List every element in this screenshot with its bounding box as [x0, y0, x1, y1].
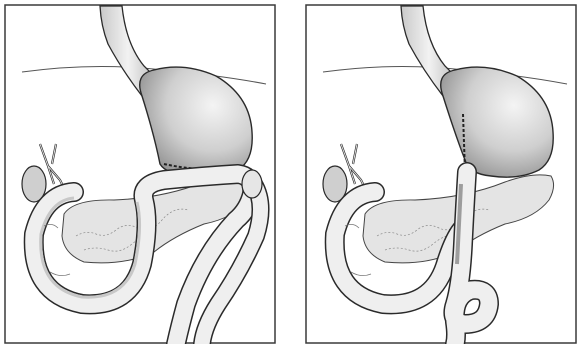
panel-left-surgical-diagram [4, 4, 276, 344]
panel-right-surgical-diagram [305, 4, 577, 344]
left-diagram-svg [4, 4, 276, 344]
right-diagram-svg [305, 4, 577, 344]
pylorus-ring [242, 170, 262, 198]
